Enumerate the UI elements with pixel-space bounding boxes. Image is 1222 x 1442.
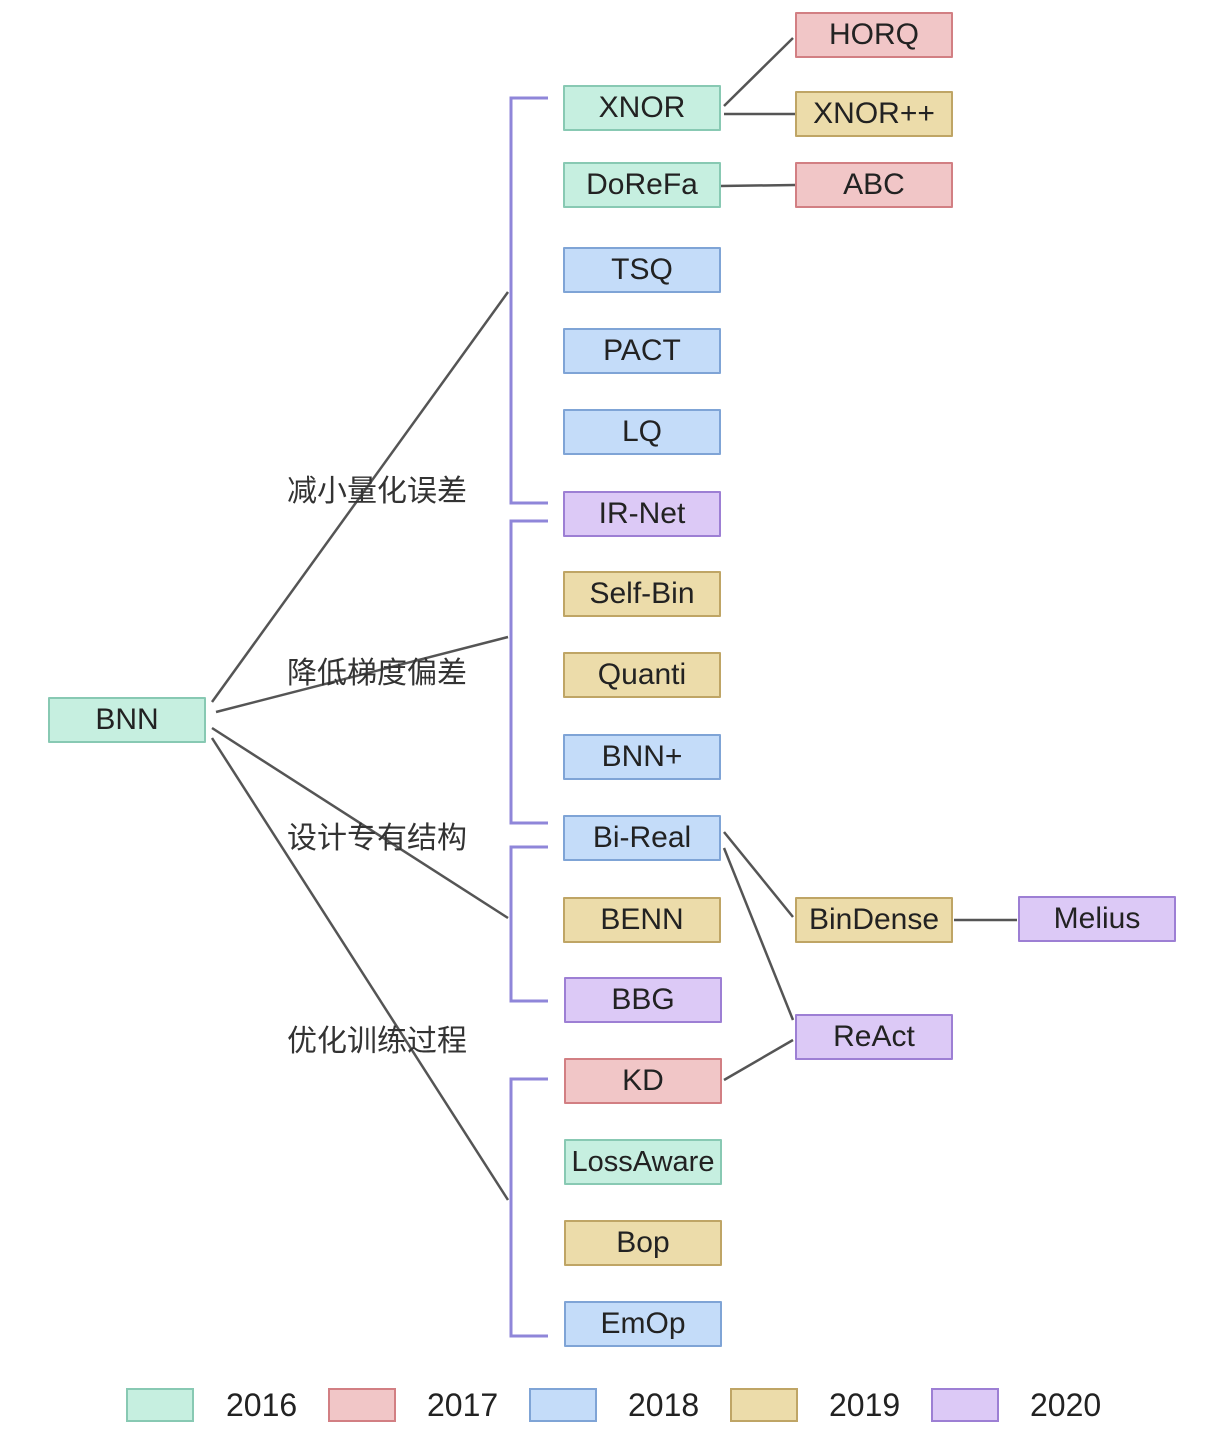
node-xnor: XNOR (563, 85, 721, 131)
node-bbg: BBG (564, 977, 722, 1023)
node-irnet: IR-Net (563, 491, 721, 537)
edge-root-cat4 (210, 737, 510, 1201)
bracket-cat2 (509, 519, 548, 825)
edge-kd-react (723, 1038, 794, 1082)
node-kd: KD (564, 1058, 722, 1104)
node-emop: EmOp (564, 1301, 722, 1347)
node-lq: LQ (563, 409, 721, 455)
legend-swatch-2019 (730, 1388, 798, 1422)
node-bnn-root: BNN (48, 697, 206, 743)
node-bindense: BinDense (795, 897, 953, 943)
edge-dorefa-abc (719, 183, 796, 188)
legend-swatch-2017 (328, 1388, 396, 1422)
legend-label-2020: 2020 (1030, 1387, 1102, 1423)
edge-xnor-horq (723, 37, 794, 107)
node-horq: HORQ (795, 12, 953, 58)
node-bnnplus: BNN+ (563, 734, 721, 780)
node-react: ReAct (795, 1014, 953, 1060)
bracket-cat3 (509, 845, 548, 1003)
edge-root-cat1 (210, 291, 510, 703)
node-xnorpp: XNOR++ (795, 91, 953, 137)
category-reduce-gradient-bias: 降低梯度偏差 (287, 656, 467, 691)
node-selfbin: Self-Bin (563, 571, 721, 617)
edge-root-cat2 (215, 635, 509, 714)
node-abc: ABC (795, 162, 953, 208)
node-lossaware: LossAware (564, 1139, 722, 1185)
legend-label-2017: 2017 (427, 1387, 499, 1423)
category-special-structure: 设计专有结构 (287, 821, 467, 856)
node-bop: Bop (564, 1220, 722, 1266)
bracket-cat4 (509, 1077, 548, 1338)
edge-root-cat3 (211, 726, 509, 920)
node-dorefa: DoReFa (563, 162, 721, 208)
legend-swatch-2016 (126, 1388, 194, 1422)
legend-label-2019: 2019 (829, 1387, 901, 1423)
node-bireal: Bi-Real (563, 815, 721, 861)
legend-swatch-2018 (529, 1388, 597, 1422)
edge-bireal-bindense (723, 831, 794, 918)
category-optimize-training: 优化训练过程 (287, 1024, 467, 1059)
legend-label-2016: 2016 (226, 1387, 298, 1423)
node-tsq: TSQ (563, 247, 721, 293)
node-melius: Melius (1018, 896, 1176, 942)
node-quanti: Quanti (563, 652, 721, 698)
category-reduce-quantization-error: 减小量化误差 (287, 474, 467, 509)
node-pact: PACT (563, 328, 721, 374)
legend-label-2018: 2018 (628, 1387, 700, 1423)
legend-swatch-2020 (931, 1388, 999, 1422)
node-benn: BENN (563, 897, 721, 943)
edge-bireal-react (722, 847, 795, 1021)
bracket-cat1 (509, 96, 548, 505)
